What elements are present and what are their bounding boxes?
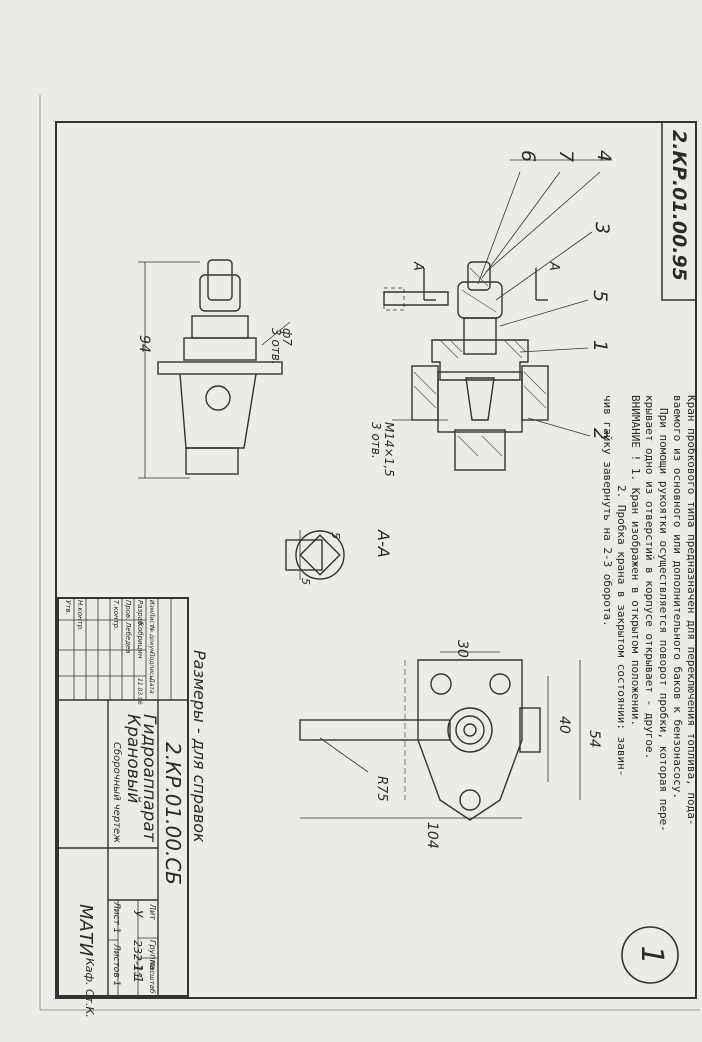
tb-sheets: Листов 1 (111, 943, 121, 986)
callout-numbers: 4 7 6 3 5 1 2 (517, 150, 615, 440)
tb-r2-name: Лебедев (124, 621, 132, 653)
tb-r1-date: 11.03.96 (136, 678, 143, 705)
tb-outer (57, 597, 189, 997)
tb-r2-role: Пров. (124, 600, 132, 620)
tv-hub (447, 707, 493, 753)
sec-plug (465, 377, 495, 421)
tb-role-izm: Изм (148, 600, 155, 613)
stamp-box (661, 121, 697, 301)
callout-1: 1 (589, 340, 611, 352)
top-view (299, 651, 581, 821)
section-hatching (413, 267, 547, 457)
title-block (57, 597, 189, 997)
tv-handle (299, 719, 451, 741)
tb-group-value: 232-11 (131, 940, 144, 979)
tb-scale-header: Масштаб (148, 960, 156, 994)
callout-4: 4 (593, 150, 615, 162)
section-mark-right: А (546, 261, 561, 271)
tb-r1-role: Разраб. (136, 600, 144, 628)
flange (157, 361, 283, 375)
stamp-code: 2.КР.01.00.95 (668, 130, 690, 281)
note-line-7: чив гайку завернуть на 2-3 оборота. (601, 395, 614, 627)
section-cut (383, 268, 548, 311)
tb-sheet: Лист 1 (111, 901, 121, 933)
tv-port (519, 707, 541, 753)
callout-2: 2 (589, 428, 611, 440)
tb-doc-type: Сборочный чертеж (111, 742, 123, 843)
dim-r75: R75 (374, 776, 389, 802)
note-line-3: При помощи рукоятки осуществляется повор… (657, 408, 670, 832)
tb-name-1: Гидроаппарат (139, 714, 159, 843)
sec-port-bottom (454, 429, 506, 471)
tb-r3-role: Т.контр. (112, 600, 120, 630)
tv-body (417, 659, 523, 821)
sheet-number-circle (621, 926, 679, 984)
tb-r1-name: Кобрицин (136, 622, 144, 659)
aa-handle (285, 539, 323, 571)
sheet-number: 1 (634, 945, 669, 964)
leader-r75 (319, 737, 369, 773)
dim-d7: ф7 (280, 328, 294, 346)
title-block-text: 2.КР.01.00.СБ Гидроаппарат Крановый Сбор… (64, 600, 185, 1018)
note-line-4: крывает одно из отверстий в корпусе откр… (643, 395, 656, 759)
outlet-hole (205, 385, 231, 411)
callout-6: 6 (517, 150, 539, 162)
section-mark-left: А (410, 261, 425, 271)
tb-lit-header: Лит (148, 903, 157, 920)
aa-square (299, 534, 341, 576)
drawing-frame (55, 121, 697, 999)
tv-hole-3 (459, 789, 481, 811)
tb-name-2: Крановый (123, 714, 143, 803)
note-line-6: 2. Пробка крана в закрытом состоянии: за… (615, 485, 628, 776)
dim-d7-count: 3 отв. (269, 328, 283, 365)
sec-body-top (431, 339, 529, 381)
tb-role-list: Лист (148, 611, 155, 628)
callout-leaders (477, 159, 610, 437)
tv-hole-2 (489, 673, 511, 695)
tb-role-sign: Подпись (148, 652, 155, 679)
dim-m14-count: 3 отв. (369, 422, 383, 459)
dim-30: 30 (454, 640, 470, 658)
note-line-1: Кран пробкового типа предназначен для пе… (685, 395, 698, 825)
callout-5: 5 (589, 290, 611, 302)
tb-lit-value: У (131, 910, 145, 918)
leader-d7 (261, 321, 291, 346)
handle-hub (199, 274, 241, 312)
dim-m14: M14×1,5 (382, 422, 396, 477)
note-line-2: ваемого из основного или дополнительного… (671, 395, 684, 799)
fitting (185, 447, 239, 475)
note-line-5: ВНИМАНИЕ ! 1. Кран изображен в открытом … (629, 395, 642, 726)
callout-3: 3 (591, 222, 613, 234)
nut-top (207, 259, 233, 301)
tb-scale-value: 1:1 (131, 964, 145, 983)
sec-body (437, 371, 523, 433)
technical-notes: Кран пробкового типа предназначен для пе… (601, 395, 698, 832)
tb-doc-code: 2.КР.01.00.СБ (161, 742, 185, 885)
sec-nut (467, 261, 491, 291)
tb-r5-role: Утв. (64, 600, 72, 615)
dim-aa-1: 5 (329, 532, 342, 539)
sizes-note: Размеры - для справок (190, 650, 209, 843)
tb-group-header: Группа (148, 940, 157, 970)
sec-stem (463, 317, 497, 355)
dim-40: 40 (556, 716, 572, 734)
collar (183, 337, 257, 361)
tb-dept: Каф. Ст.К. (83, 958, 96, 1018)
side-view (138, 259, 291, 479)
callout-7: 7 (555, 150, 577, 162)
dim-104: 104 (424, 822, 440, 849)
tb-role-doc: № докум. (148, 625, 155, 656)
dim-54: 54 (586, 730, 602, 748)
tb-role-date: Дата (148, 677, 155, 694)
section-aa (285, 530, 345, 580)
dim-94: 94 (136, 335, 152, 353)
aa-circle (295, 530, 345, 580)
dim-aa-2: 5 (299, 578, 312, 585)
tb-org: МАТИ (75, 904, 96, 956)
tb-r4-role: Н.контр. (76, 600, 84, 631)
section-aa-title: А-А (374, 529, 393, 558)
tv-hole-1 (430, 673, 452, 695)
